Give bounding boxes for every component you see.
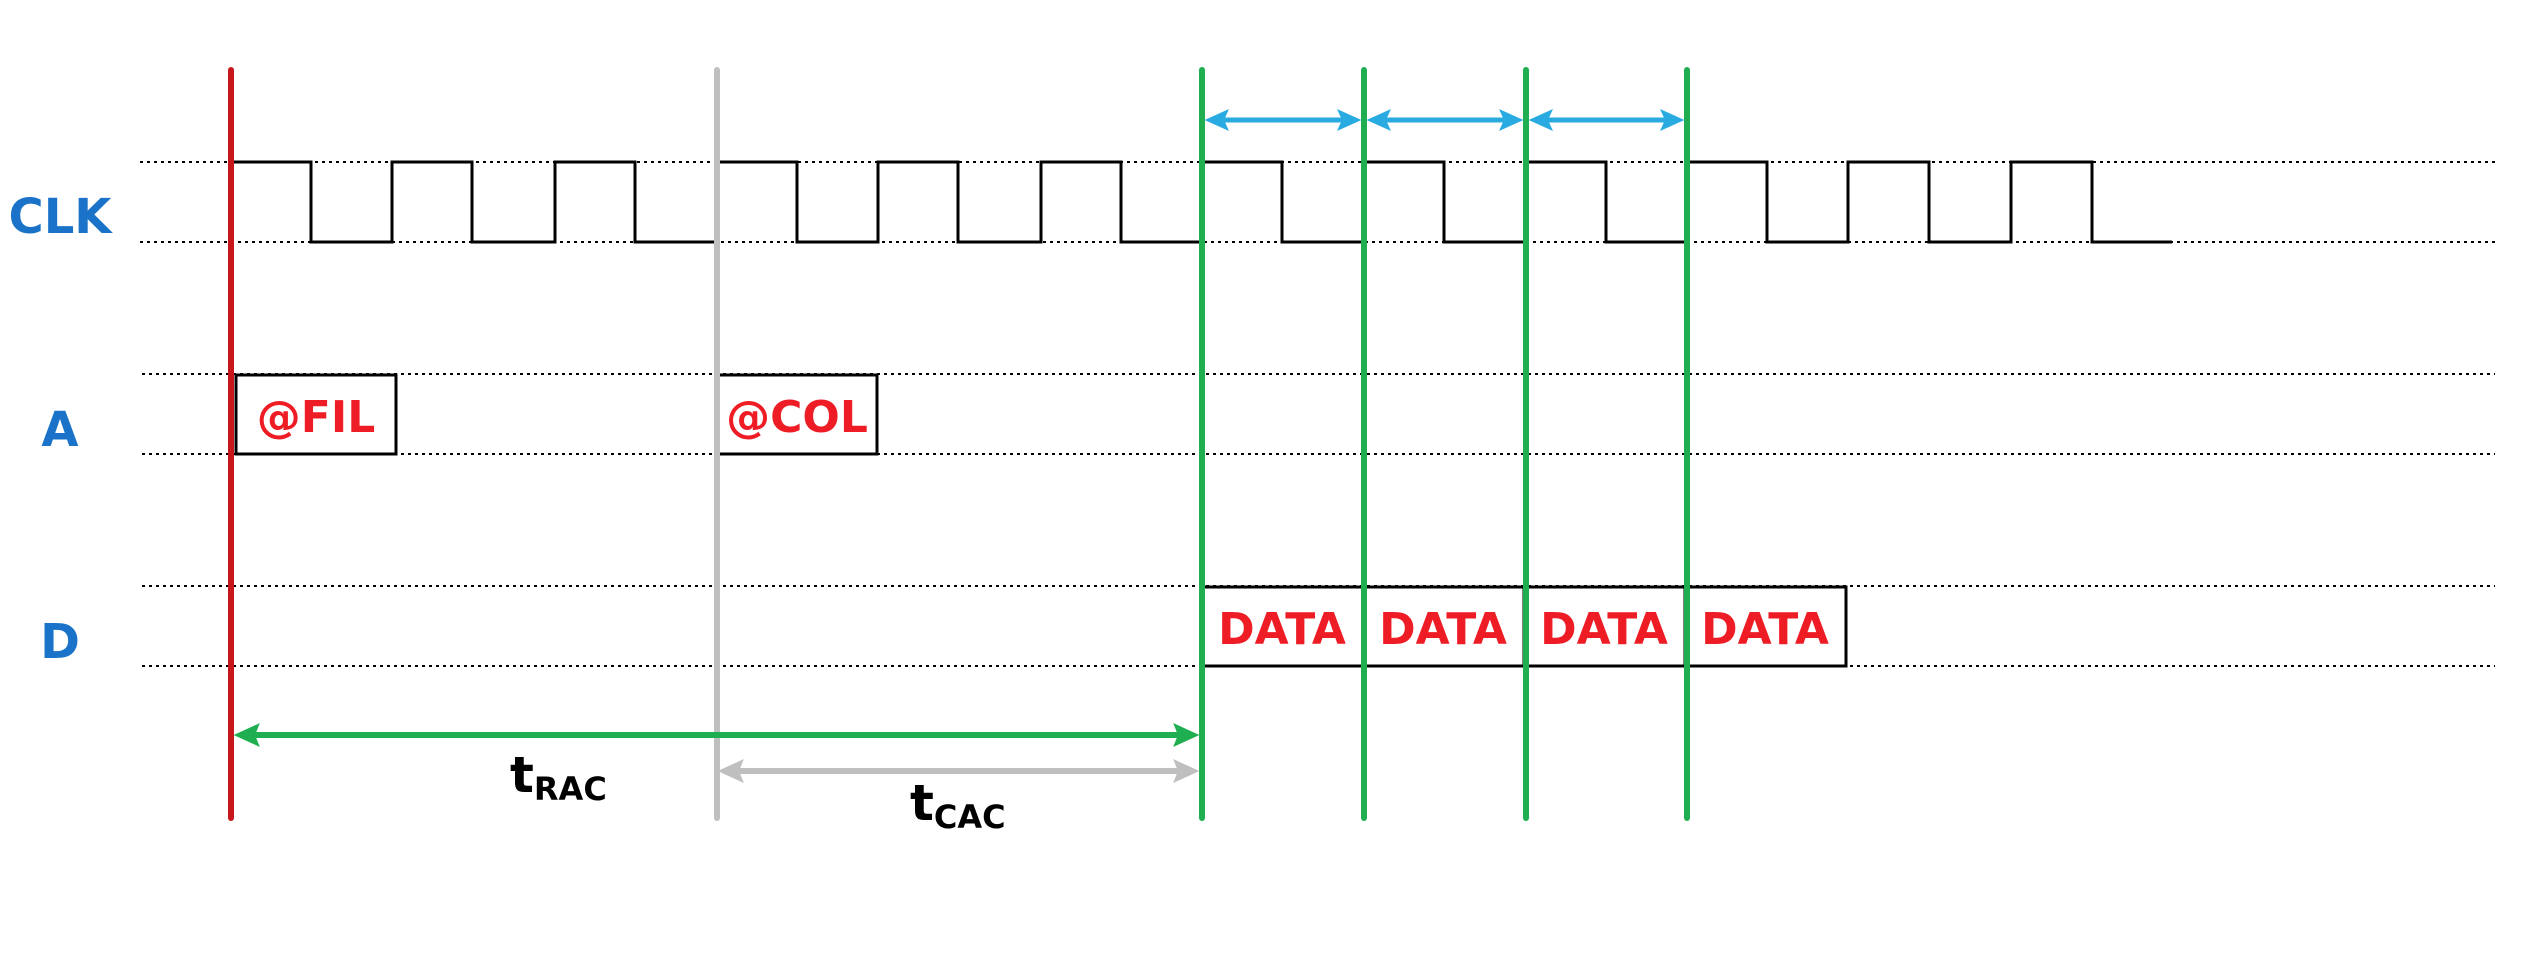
row-address-box (234, 373, 398, 456)
arrowhead-right (1499, 109, 1524, 131)
arrowhead-left (1366, 109, 1391, 131)
arrowhead-right (1660, 109, 1685, 131)
column-address-label: @COL (726, 392, 868, 443)
data-valid-markers (1199, 67, 1690, 821)
arrowhead-right (1337, 109, 1362, 131)
trac-label-sub: RAC (534, 770, 607, 808)
signal-rails (140, 161, 2495, 667)
trac-label-main: t (510, 746, 534, 804)
data-box-label: DATA (1701, 604, 1829, 655)
clk-signal-label: CLK (8, 189, 113, 245)
address-signal-label: A (41, 402, 78, 458)
tcac-label: tCAC (910, 774, 1006, 836)
trac-label: tRAC (510, 746, 607, 808)
arrowhead-left (233, 723, 260, 747)
burst-cycle-arrows (1204, 109, 1685, 131)
trac-arrow (233, 723, 1200, 747)
data-signal-label: D (40, 614, 80, 670)
tcac-label-sub: CAC (934, 798, 1006, 836)
arrowhead-left (1528, 109, 1553, 131)
tcac-label-main: t (910, 774, 934, 832)
data-box-label: DATA (1218, 604, 1346, 655)
data-box-label: DATA (1379, 604, 1507, 655)
arrowhead-right (1173, 759, 1200, 783)
tcac-arrow (717, 759, 1200, 783)
arrowhead-left (1204, 109, 1229, 131)
arrowhead-right (1173, 723, 1200, 747)
data-box-label: DATA (1540, 604, 1668, 655)
row-address-label: @FIL (257, 392, 375, 443)
arrowhead-left (717, 759, 744, 783)
